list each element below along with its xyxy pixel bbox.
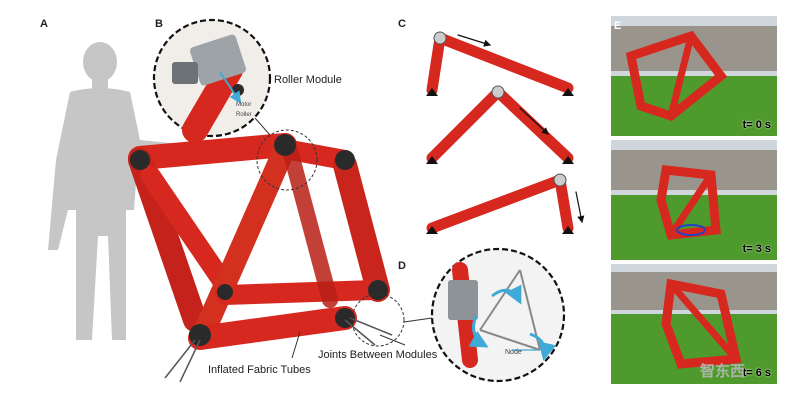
panel-label-c: C	[398, 18, 406, 30]
photo-frame-1: t= 0 s	[611, 16, 777, 136]
roller-label: Roller	[236, 112, 252, 118]
motor-label: Motor	[236, 102, 252, 108]
joint-focus-circle	[351, 293, 405, 347]
joints-between-modules-label: Joints Between Modules	[318, 349, 438, 361]
watermark-logo: 智东西	[700, 363, 746, 380]
timestamp-3s: t= 3 s	[742, 243, 771, 255]
panel-label-e: E	[614, 20, 622, 32]
roller-module-inset	[152, 18, 272, 143]
panel-label-b: B	[155, 18, 163, 30]
timestamp-0s: t= 0 s	[742, 119, 771, 131]
tube	[128, 133, 297, 170]
inset-connector-b	[254, 117, 271, 136]
photo-frame-3: t= 6 s	[611, 264, 777, 384]
panel-label-a: A	[40, 18, 48, 30]
inflated-fabric-tubes-label: Inflated Fabric Tubes	[208, 364, 311, 376]
robot-joints	[130, 134, 393, 383]
robot-tubes	[128, 133, 390, 350]
tube	[140, 165, 235, 295]
node-label: Node	[505, 349, 522, 356]
shape-sequence-diagram	[426, 31, 585, 234]
tube	[333, 153, 390, 302]
roller-module-focus-circle	[256, 129, 318, 191]
tube	[215, 280, 385, 305]
panel-label-d: D	[398, 260, 406, 272]
roller-module-label: Roller Module	[274, 74, 342, 86]
tube	[188, 306, 357, 350]
inset-connector-d	[403, 317, 433, 323]
tube	[282, 142, 338, 308]
timestamp-6s: t= 6 s	[742, 367, 771, 379]
photo-frame-2: t= 3 s	[611, 140, 777, 260]
joint-detail-inset	[430, 247, 566, 383]
